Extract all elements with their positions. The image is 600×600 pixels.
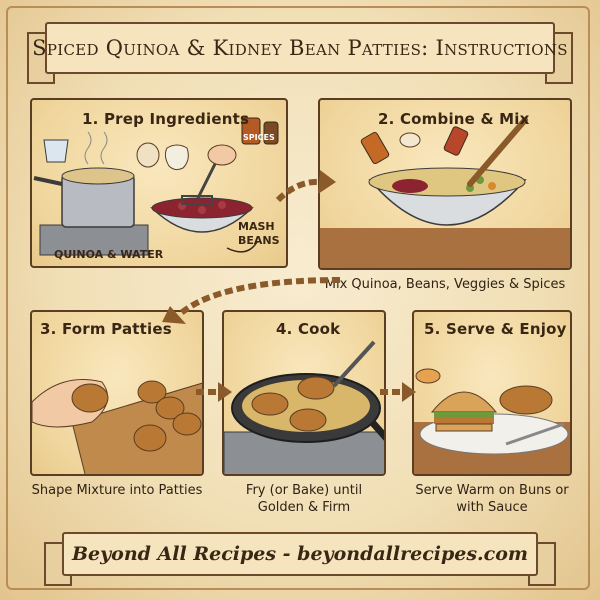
footer-banner: Beyond All Recipes - beyondallrecipes.co… (44, 532, 556, 586)
arrow-1-to-2 (275, 178, 323, 203)
step-5-illustration (414, 368, 570, 474)
step-3-panel: 3. Form Patties (30, 310, 204, 476)
step-2-label: 2. Combine & Mix (378, 110, 530, 128)
step-4-panel: 4. Cook (222, 310, 386, 476)
title-banner: Spiced Quinoa & Kidney Bean Patties: Ins… (27, 22, 573, 84)
page-title: Spiced Quinoa & Kidney Bean Patties: Ins… (32, 36, 568, 60)
step-5-panel: 5. Serve & Enjoy (412, 310, 572, 476)
step-4-label: 4. Cook (276, 320, 341, 338)
step-3-label: 3. Form Patties (40, 320, 172, 338)
page-border (6, 6, 590, 590)
step-4-caption: Fry (or Bake) until Golden & Firm (245, 483, 363, 515)
spices-jar-label: SPICES (243, 133, 275, 142)
step-2-illustration (320, 117, 570, 268)
step-3-illustration (32, 379, 202, 474)
mash-label: MASH (238, 220, 275, 233)
step-2-caption: Mix Quinoa, Beans, Veggies & Spices (324, 277, 566, 292)
step-2-panel: 2. Combine & Mix (318, 98, 572, 270)
arrow-4-to-5-head (402, 382, 416, 402)
step-1-label: 1. Prep Ingredients (82, 110, 250, 128)
step-1-illustration (33, 117, 279, 256)
arrow-2-to-3-head (162, 306, 186, 324)
step-4-illustration (224, 340, 384, 474)
step-3-caption: Shape Mixture into Patties (31, 483, 203, 498)
arrow-2-to-3 (178, 277, 341, 317)
arrow-3-to-4-head (218, 382, 232, 402)
step-5-caption: Serve Warm on Buns or with Sauce (415, 483, 569, 515)
footer-credit: Beyond All Recipes - beyondallrecipes.co… (71, 543, 529, 565)
beans-label: BEANS (238, 234, 280, 247)
step-5-label: 5. Serve & Enjoy (424, 320, 567, 338)
quinoa-water-label: QUINOA & WATER (54, 248, 164, 261)
arrow-1-to-2-head (318, 170, 336, 194)
step-1-panel: 1. Prep Ingredients SPICES QUINOA & WATE… (30, 98, 288, 268)
